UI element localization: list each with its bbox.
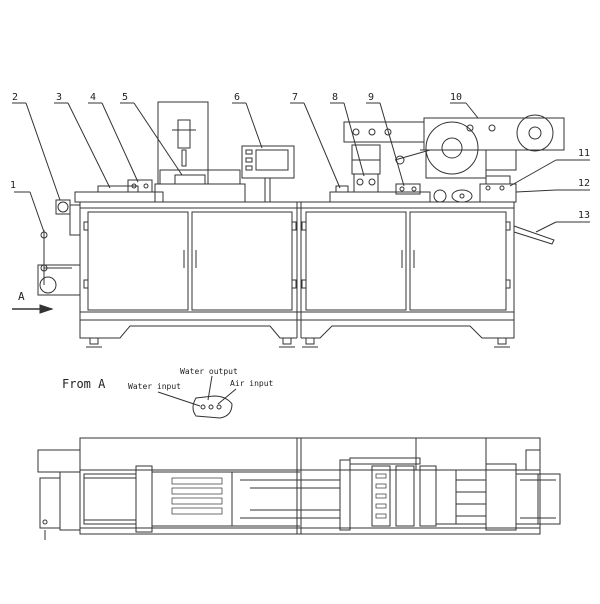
water-input-port (200, 404, 206, 410)
water-output-port (208, 404, 214, 410)
callout-1: 1 (10, 180, 16, 191)
air-input-port (216, 404, 222, 410)
plan-view (37, 437, 561, 540)
label-air-input: Air input (230, 379, 274, 388)
callout-3: 3 (56, 92, 62, 103)
port-plate (192, 395, 233, 419)
callout-9: 9 (368, 92, 374, 103)
callout-6: 6 (234, 92, 240, 103)
label-water-input: Water input (128, 382, 181, 391)
callout-13: 13 (578, 210, 590, 221)
inset-view-a: From A Water output Water input Air inpu… (62, 367, 274, 419)
callout-4: 4 (90, 92, 96, 103)
callout-8: 8 (332, 92, 338, 103)
view-arrow-label: A (18, 290, 25, 303)
callout-7: 7 (292, 92, 298, 103)
callout-numbers: 1 2 3 4 5 6 7 8 9 10 11 12 13 (10, 92, 590, 221)
callout-11: 11 (578, 148, 590, 159)
front-elevation: A (12, 101, 565, 348)
callout-2: 2 (12, 92, 18, 103)
callout-5: 5 (122, 92, 128, 103)
inset-title: From A (62, 377, 106, 391)
callout-leaders (12, 102, 590, 233)
callout-12: 12 (578, 178, 590, 189)
label-water-output: Water output (180, 367, 238, 376)
callout-10: 10 (450, 92, 462, 103)
